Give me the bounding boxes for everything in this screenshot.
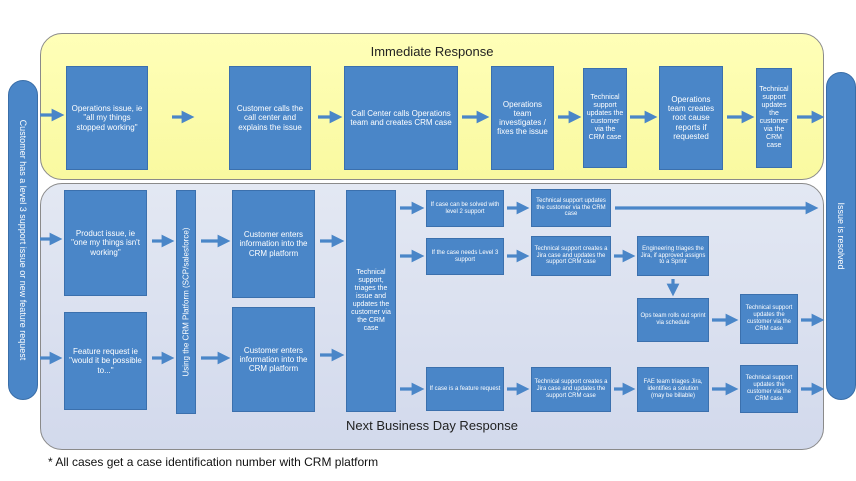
crm-platform-bar: Using the CRM Platform (SCP/salesforce) [176,190,196,414]
engineering-box: Engineering triages the Jira, if approve… [637,236,709,276]
fae-box: FAE team triages Jira, identifies a solu… [637,367,709,412]
immediate-response-title: Immediate Response [370,44,494,59]
enter-info-box-2: Customer enters information into the CRM… [232,307,315,412]
jira-feature-box: Technical support creates a Jira case an… [531,367,611,412]
customer-calls-box: Customer calls the call center and expla… [229,66,311,170]
jira-level3-box: Technical support creates a Jira case an… [531,236,611,276]
next-business-day-title: Next Business Day Response [346,418,518,433]
ops-investigates-box: Operations team investigates / fixes the… [491,66,554,170]
level3-condition-box: If the case needs Level 3 support [426,238,504,275]
level2-update-box: Technical support updates the customer v… [531,189,611,227]
level2-condition-box: If case can be solved with level 2 suppo… [426,190,504,227]
tech-update-box-1: Technical support updates the customer v… [583,68,627,168]
right-end-pill: Issue is resolved [826,72,856,400]
call-center-box: Call Center calls Operations team and cr… [344,66,458,170]
tech-triage-box: Technical support, triages the issue and… [346,190,396,412]
ops-rollout-box: Ops team rolls out sprint via schedule [637,298,709,342]
operations-issue-box: Operations issue, ie "all my things stop… [66,66,148,170]
feature-request-box: Feature request ie "would it be possible… [64,312,147,410]
enter-info-box-1: Customer enters information into the CRM… [232,190,315,298]
feature-condition-box: If case is a feature request [426,367,504,411]
product-issue-box: Product issue, ie "one my things isn't w… [64,190,147,296]
rollout-update-box: Technical support updates the customer v… [740,294,798,344]
tech-update-box-2: Technical support updates the customer v… [756,68,792,168]
footnote: * All cases get a case identification nu… [48,455,379,469]
root-cause-box: Operations team creates root cause repor… [659,66,723,170]
left-start-pill: Customer has a level 3 support issue or … [8,80,38,400]
fae-update-box: Technical support updates the customer v… [740,365,798,413]
